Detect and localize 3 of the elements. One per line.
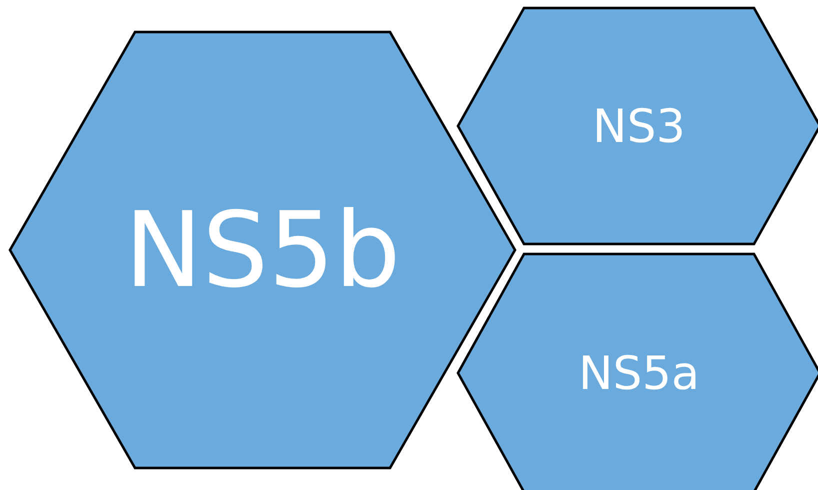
node-label: NS5a — [578, 348, 700, 398]
node-label: NS5b — [124, 192, 400, 308]
node-label: NS3 — [592, 100, 686, 152]
